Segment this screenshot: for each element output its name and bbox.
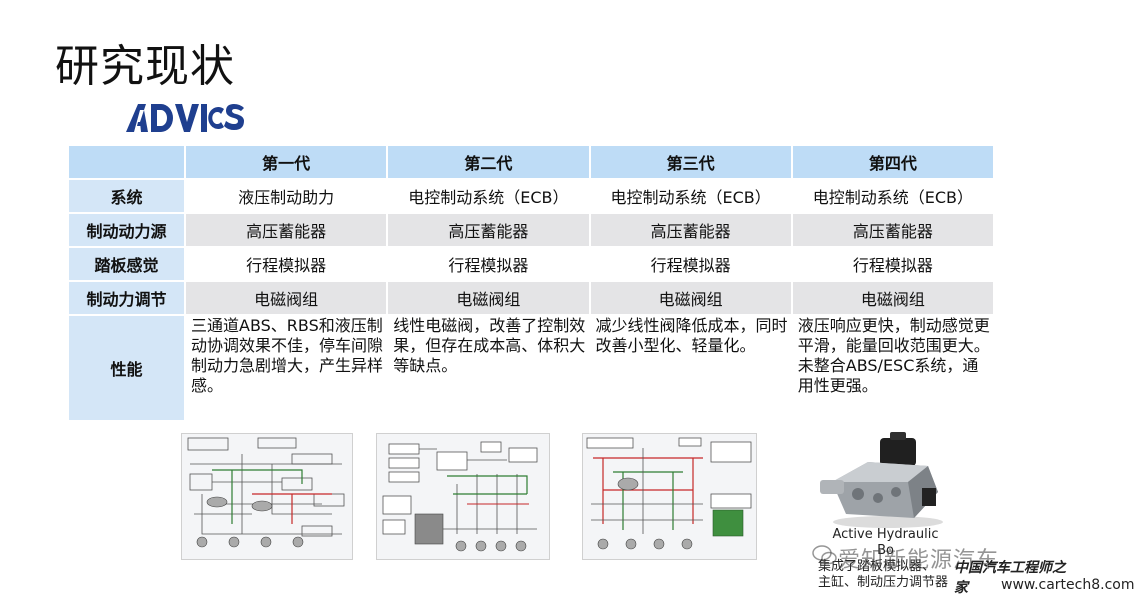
table-cell: 电磁阀组 [388,282,589,314]
table-cell: 高压蓄能器 [388,214,589,246]
watermark-brand: 中国汽车工程师之家 [954,560,1066,596]
unit-caption: Active Hydraulic Bo 集成了踏板模拟器、 主缸、制动压力调节器 [818,527,953,591]
table-cell: 线性电磁阀，改善了控制效果，但存在成本高、体积大等缺点。 [388,316,589,420]
caption-line-3: 集成了踏板模拟器、 [818,559,936,574]
table-cell: 液压制动助力 [186,180,387,212]
table-cell: 电磁阀组 [590,282,791,314]
table-cell: 行程模拟器 [590,248,791,280]
watermark: 爱知新能源汽车 中国汽车工程师之家 www.cartech8.com [808,540,1134,602]
table-cell: 三通道ABS、RBS和液压制动协调效果不佳，停车间隙制动力急剧增大，产生异样感。 [186,316,387,420]
table-cell: 行程模拟器 [388,248,589,280]
generation-comparison-table: 第一代 第二代 第三代 第四代 系统 液压制动助力 电控制动系统（ECB） 电控… [67,144,995,422]
column-header: 第三代 [590,146,791,178]
table-cell: 行程模拟器 [792,248,993,280]
hydraulic-diagram-gen2 [376,433,550,560]
row-label: 制动力调节 [69,282,184,314]
table-corner-cell [69,146,184,178]
hydraulic-diagram-gen1 [181,433,353,560]
table-row: 踏板感觉 行程模拟器 行程模拟器 行程模拟器 行程模拟器 [69,248,993,280]
row-label: 踏板感觉 [69,248,184,280]
caption-line-1: Active Hydraulic [832,527,939,542]
column-header: 第四代 [792,146,993,178]
table-cell: 行程模拟器 [186,248,387,280]
table-cell: 高压蓄能器 [186,214,387,246]
watermark-account-name: 爱知新能源汽车 [838,548,1000,573]
table-row-performance: 性能 三通道ABS、RBS和液压制动协调效果不佳，停车间隙制动力急剧增大，产生异… [69,316,993,420]
caption-line-2: Bo [877,543,894,558]
row-label: 系统 [69,180,184,212]
table-cell: 高压蓄能器 [792,214,993,246]
hydraulic-diagram-gen3 [582,433,757,560]
caption-line-4: 主缸、制动压力调节器 [818,575,949,590]
table-cell: 电控制动系统（ECB） [388,180,589,212]
table-cell: 电磁阀组 [792,282,993,314]
row-label: 性能 [69,316,184,420]
table-row: 制动力调节 电磁阀组 电磁阀组 电磁阀组 电磁阀组 [69,282,993,314]
table-row: 系统 液压制动助力 电控制动系统（ECB） 电控制动系统（ECB） 电控制动系统… [69,180,993,212]
column-header: 第二代 [388,146,589,178]
advics-logo [126,104,244,132]
table-cell: 电控制动系统（ECB） [590,180,791,212]
table-cell: 减少线性阀降低成本，同时改善小型化、轻量化。 [590,316,791,420]
active-hydraulic-booster-image [820,432,943,528]
column-header: 第一代 [186,146,387,178]
table-cell: 高压蓄能器 [590,214,791,246]
table-cell: 电控制动系统（ECB） [792,180,993,212]
table-cell: 液压响应更快，制动感觉更平滑，能量回收范围更大。未整合ABS/ESC系统，通用性… [792,316,993,420]
table-row: 制动动力源 高压蓄能器 高压蓄能器 高压蓄能器 高压蓄能器 [69,214,993,246]
watermark-url: www.cartech8.com [1001,577,1134,593]
table-header-row: 第一代 第二代 第三代 第四代 [69,146,993,178]
table-cell: 电磁阀组 [186,282,387,314]
slide-title: 研究现状 [55,41,235,92]
wechat-icon [812,545,837,565]
row-label: 制动动力源 [69,214,184,246]
